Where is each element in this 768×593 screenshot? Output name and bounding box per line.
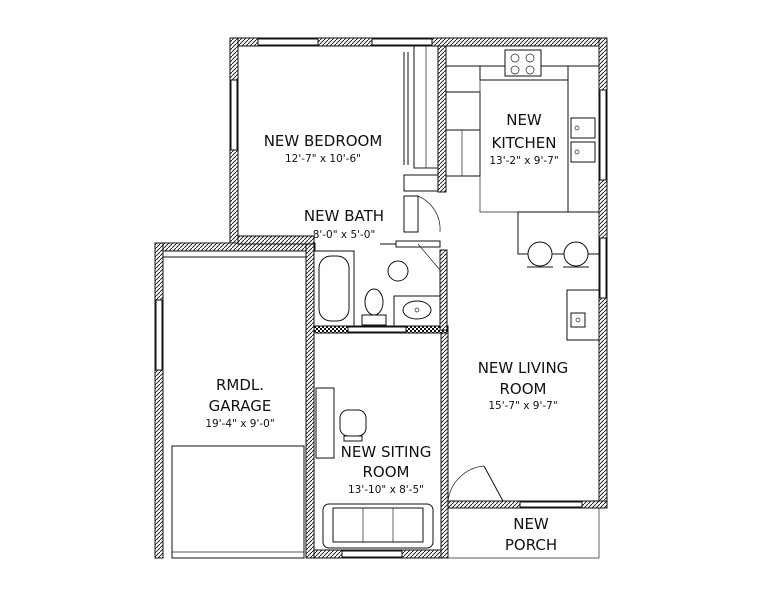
bath-name: NEW BATH [304,207,384,225]
bath-dims: 8'-0" x 5'-0" [313,229,376,241]
kitchen-fixtures [445,45,600,268]
sitting-name-1: NEW SITING [341,443,432,461]
garage-name-1: RMDL. [216,376,264,394]
sitting-dims: 13'-10" x 8'-5" [348,484,424,496]
windows [155,38,607,558]
bath-fixtures [313,195,441,327]
living-name-1: NEW LIVING [478,359,569,377]
kitchen-name-2: KITCHEN [492,134,557,152]
kitchen-name-1: NEW [506,111,542,129]
bedroom-dims: 12'-7" x 10'-6" [285,153,361,165]
sitting-fixtures [315,387,434,549]
sitting-name-2: ROOM [363,463,410,481]
porch-name-1: NEW [513,515,549,533]
garage-name-2: GARAGE [209,397,272,415]
garage-dims: 19'-4" x 9'-0" [205,418,274,430]
bedroom-name: NEW BEDROOM [264,132,383,150]
bedroom-closet [403,45,439,192]
porch-name-2: PORCH [505,536,557,554]
living-name-2: ROOM [500,380,547,398]
garage-fixtures [162,250,307,559]
porch-outline [447,508,600,559]
living-fixtures [447,289,600,502]
living-dims: 15'-7" x 9'-7" [488,400,557,412]
kitchen-dims: 13'-2" x 9'-7" [489,155,558,167]
